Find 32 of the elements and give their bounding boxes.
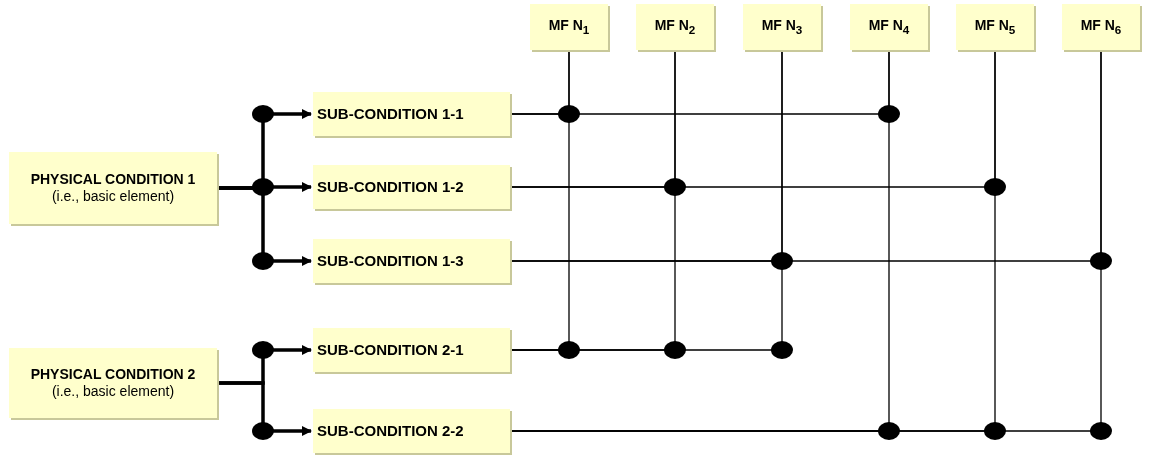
node-label: MF N$_{1}$ [548, 17, 590, 37]
node-label: MF N$_{3}$ [761, 17, 803, 37]
node-label: SUB-CONDITION 2-2 [317, 422, 464, 440]
column-header-box [530, 4, 608, 50]
node-label: SUB-CONDITION 1-3 [317, 252, 464, 270]
column-header-box [1062, 4, 1140, 50]
node-label: PHYSICAL CONDITION 1 [30, 171, 196, 188]
node-label: SUB-CONDITION 1-1 [317, 105, 464, 123]
node-label: SUB-CONDITION 1-2 [317, 178, 464, 196]
node-label: MF N$_{4}$ [868, 17, 910, 37]
node-label: MF N$_{5}$ [974, 17, 1016, 37]
node-label: PHYSICAL CONDITION 2 [30, 366, 196, 383]
sub-condition-box [313, 239, 510, 283]
sub-condition-box [313, 92, 510, 136]
column-header-box [743, 4, 821, 50]
node-label: MF N$_{2}$ [654, 17, 696, 37]
node-label: SUB-CONDITION 2-1 [317, 341, 464, 359]
arrow [217, 381, 312, 436]
connector-line [509, 49, 1102, 432]
sub-condition-box [313, 328, 510, 372]
arrow [217, 186, 312, 266]
connector-line [509, 49, 783, 351]
node-label: MF N$_{6}$ [1080, 17, 1122, 37]
condition-box [9, 152, 217, 224]
sub-condition-box [313, 409, 510, 453]
sub-condition-box [313, 165, 510, 209]
column-header-box [636, 4, 714, 50]
node-note: (i.e., basic element) [51, 383, 175, 400]
column-header-box [850, 4, 928, 50]
condition-box [9, 348, 217, 418]
column-header-box [956, 4, 1034, 50]
node-note: (i.e., basic element) [51, 188, 175, 205]
